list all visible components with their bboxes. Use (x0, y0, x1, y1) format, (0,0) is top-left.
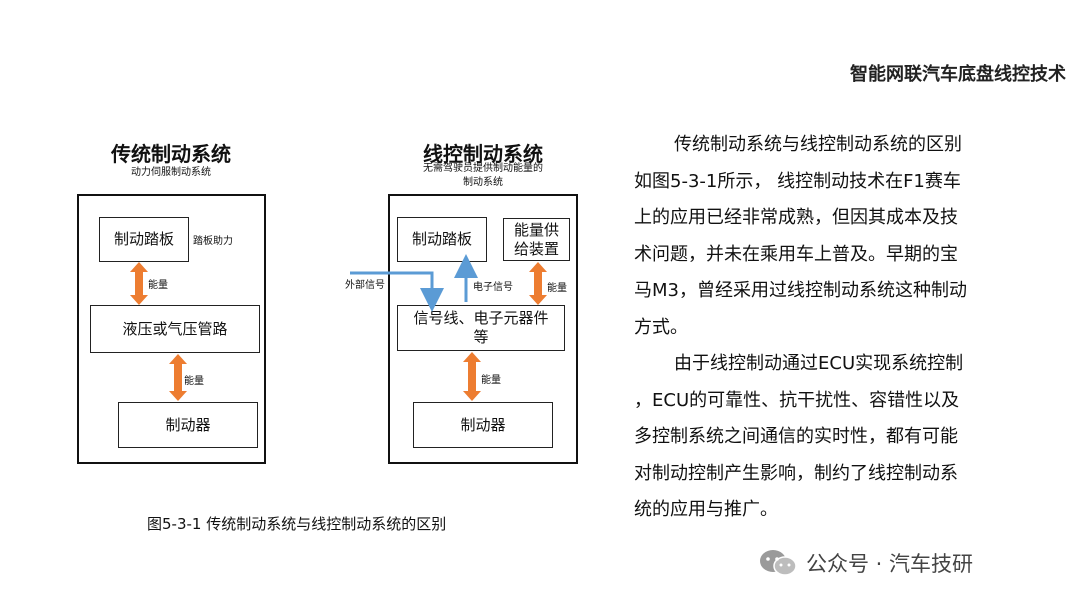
header-title: 智能网联汽车底盘线控技术 (850, 64, 1066, 85)
paragraph-2: 由于线控制动通过ECU实现系统控制 ，ECU的可靠性、抗干扰性、容错性以及 多控… (634, 346, 1054, 529)
bywire-energy-arrow-2 (463, 352, 481, 401)
signal-components-label-line1: 信号线、电子元器件 (413, 309, 549, 327)
bywire-energy-label-2: 能量 (481, 375, 501, 386)
bywire-subtitle-line2: 制动系统 (463, 177, 503, 188)
paragraph-2-line: 对制动控制产生影响，制约了线控制动系 (634, 462, 958, 484)
watermark: 公众号 · 汽车技研 (758, 548, 973, 578)
paragraph-1-line: 传统制动系统与线控制动系统的区别 (674, 134, 962, 155)
watermark-text: 公众号 · 汽车技研 (806, 552, 974, 576)
bywire-subtitle-line1: 无需驾驶员提供制动能量的 (423, 163, 543, 174)
traditional-brake-label: 制动器 (165, 415, 211, 434)
traditional-pedal-label: 制动踏板 (113, 230, 174, 248)
paragraph-2-line: 多控制系统之间通信的实时性，都有可能 (634, 426, 958, 447)
traditional-energy-arrow-2 (169, 354, 187, 401)
traditional-subtitle: 动力伺服制动系统 (131, 167, 211, 178)
electronic-signal-label: 电子信号 (473, 282, 513, 293)
paragraph-1-line: 方式。 (634, 316, 688, 338)
paragraph-1: 传统制动系统与线控制动系统的区别 如图5-3-1所示， 线控制动技术在F1赛车 … (634, 127, 1054, 346)
traditional-pipeline-box: 液压或气压管路 (90, 305, 260, 353)
traditional-title: 传统制动系统 (111, 142, 231, 166)
paragraph-2-line: 由于线控制动通过ECU实现系统控制 (674, 353, 964, 374)
bywire-energy-arrow-1 (529, 262, 547, 305)
energy-supply-label-line2: 给装置 (513, 239, 559, 258)
energy-supply-box: 能量供 给装置 (503, 218, 570, 261)
bywire-title: 线控制动系统 (423, 142, 543, 166)
traditional-brake-box: 制动器 (118, 402, 258, 448)
external-signal-arrow (350, 271, 444, 312)
bywire-frame (388, 194, 578, 464)
bywire-brake-box: 制动器 (413, 402, 553, 448)
bywire-brake-label: 制动器 (460, 415, 506, 434)
traditional-pipeline-label: 液压或气压管路 (122, 319, 228, 338)
traditional-frame (77, 194, 266, 464)
traditional-energy-label-2: 能量 (184, 376, 204, 387)
energy-supply-label-line1: 能量供 (513, 220, 559, 239)
external-signal-label: 外部信号 (345, 280, 385, 291)
bywire-pedal-label: 制动踏板 (411, 230, 472, 248)
signal-components-label-line2: 等 (473, 328, 489, 346)
traditional-energy-label-1: 能量 (148, 280, 168, 291)
traditional-energy-arrow-1 (130, 262, 148, 305)
paragraph-1-line: 如图5-3-1所示， 线控制动技术在F1赛车 (634, 170, 961, 192)
paragraph-2-line: 统的应用与推广。 (634, 499, 778, 520)
paragraph-1-line: 马M3，曾经采用过线控制动系统这种制动 (634, 280, 967, 301)
figure-caption: 图5-3-1 传统制动系统与线控制动系统的区别 (147, 515, 447, 533)
paragraph-1-line: 上的应用已经非常成熟，但因其成本及技 (634, 207, 958, 228)
pedal-assist-label: 踏板助力 (193, 236, 233, 247)
signal-components-box: 信号线、电子元器件 等 (397, 305, 565, 351)
traditional-pedal-box: 制动踏板 (99, 217, 189, 262)
wechat-icon (760, 550, 797, 576)
paragraph-1-line: 术问题，并未在乘用车上普及。早期的宝 (634, 243, 958, 265)
bywire-energy-label-1: 能量 (547, 283, 567, 294)
paragraph-2-line: ，ECU的可靠性、抗干扰性、容错性以及 (634, 389, 960, 411)
